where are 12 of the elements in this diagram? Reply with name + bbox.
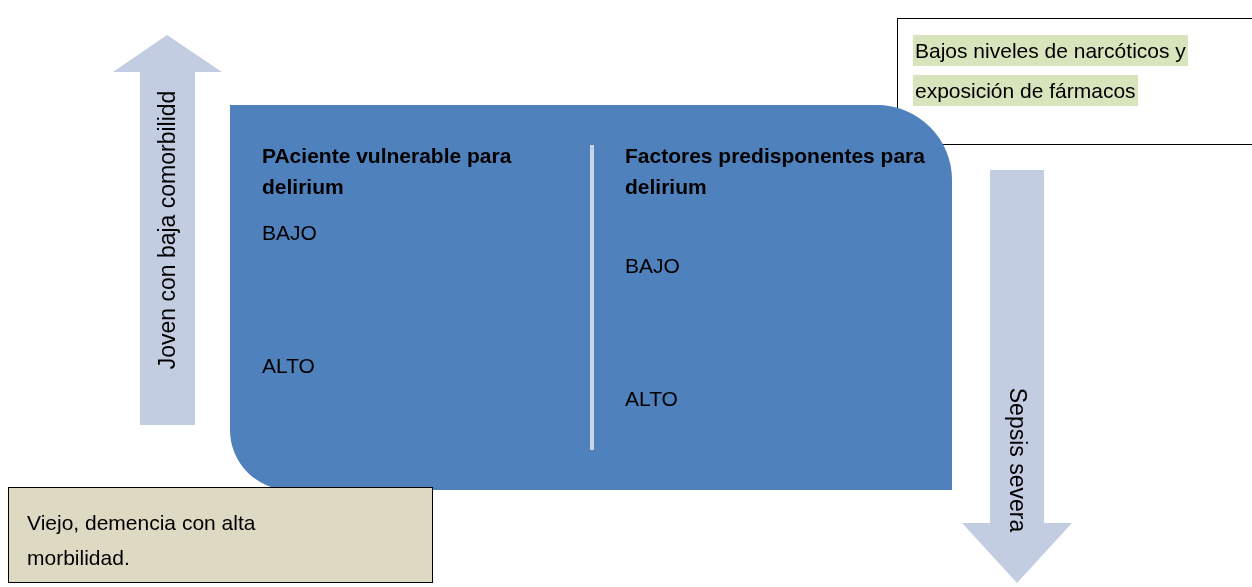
panel <box>230 105 952 490</box>
note-box <box>897 18 1252 145</box>
level-text: BAJO <box>625 253 681 279</box>
level-text: BAJO <box>262 220 318 246</box>
note-box <box>8 487 433 583</box>
level-text: ALTO <box>625 386 679 412</box>
note-text: Viejo, demencia con alta morbilidad. <box>27 510 257 571</box>
level-text: ALTO <box>262 353 316 379</box>
heading: Factores predisponentes para delirium <box>625 143 925 200</box>
arrow-label: Sepsis severa <box>1003 387 1032 533</box>
heading: PAciente vulnerable para delirium <box>262 143 513 200</box>
arrow-label: Joven con baja comorbilidd <box>152 90 181 370</box>
